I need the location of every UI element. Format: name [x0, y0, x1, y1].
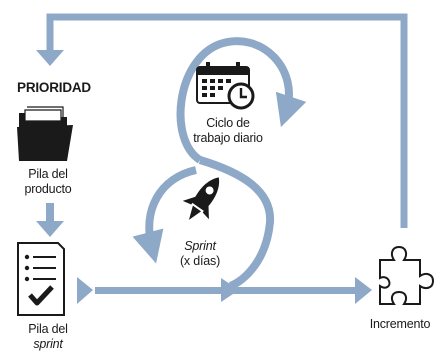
- product-backlog-line2: producto: [24, 182, 72, 196]
- backlog-down-arrow: [36, 221, 64, 237]
- rocket-icon: [182, 177, 220, 220]
- checklist-icon: [17, 242, 65, 316]
- feedback-loop-arrow: [46, 13, 408, 228]
- daily-cycle-loop: [176, 37, 307, 164]
- increment-label: Incremento: [369, 317, 431, 331]
- sprint-loop-left: [132, 166, 198, 264]
- priority-label: PRIORIDAD: [17, 80, 91, 95]
- product-backlog-line1: Pila del: [28, 167, 68, 181]
- sprint-backlog-line1: Pila del: [28, 322, 68, 336]
- flow-arrow-head-3: [355, 277, 372, 304]
- sprint-label: Sprint (x días): [165, 239, 235, 269]
- product-backlog-label: Pila del producto: [0, 167, 96, 197]
- flow-arrow-head-2: [221, 278, 239, 302]
- sprint-line2: (x días): [179, 254, 221, 268]
- sprint-loop: [198, 156, 275, 290]
- daily-cycle-line1: Ciclo de: [206, 116, 250, 130]
- folder-icon: [17, 106, 73, 161]
- sprint-line1: Sprint: [184, 239, 216, 253]
- daily-cycle-line2: trabajo diario: [193, 131, 263, 145]
- puzzle-piece-icon: [379, 245, 435, 305]
- daily-cycle-label: Ciclo de trabajo diario: [178, 116, 278, 146]
- calendar-clock-icon: [196, 62, 255, 110]
- flow-arrow-head-1: [77, 277, 93, 304]
- backlog-down-arrow-shaft: [46, 203, 54, 223]
- sprint-backlog-line2: sprint: [33, 337, 63, 351]
- sprint-backlog-label: Pila del sprint: [0, 322, 96, 352]
- feedback-loop-arrowhead: [36, 50, 64, 66]
